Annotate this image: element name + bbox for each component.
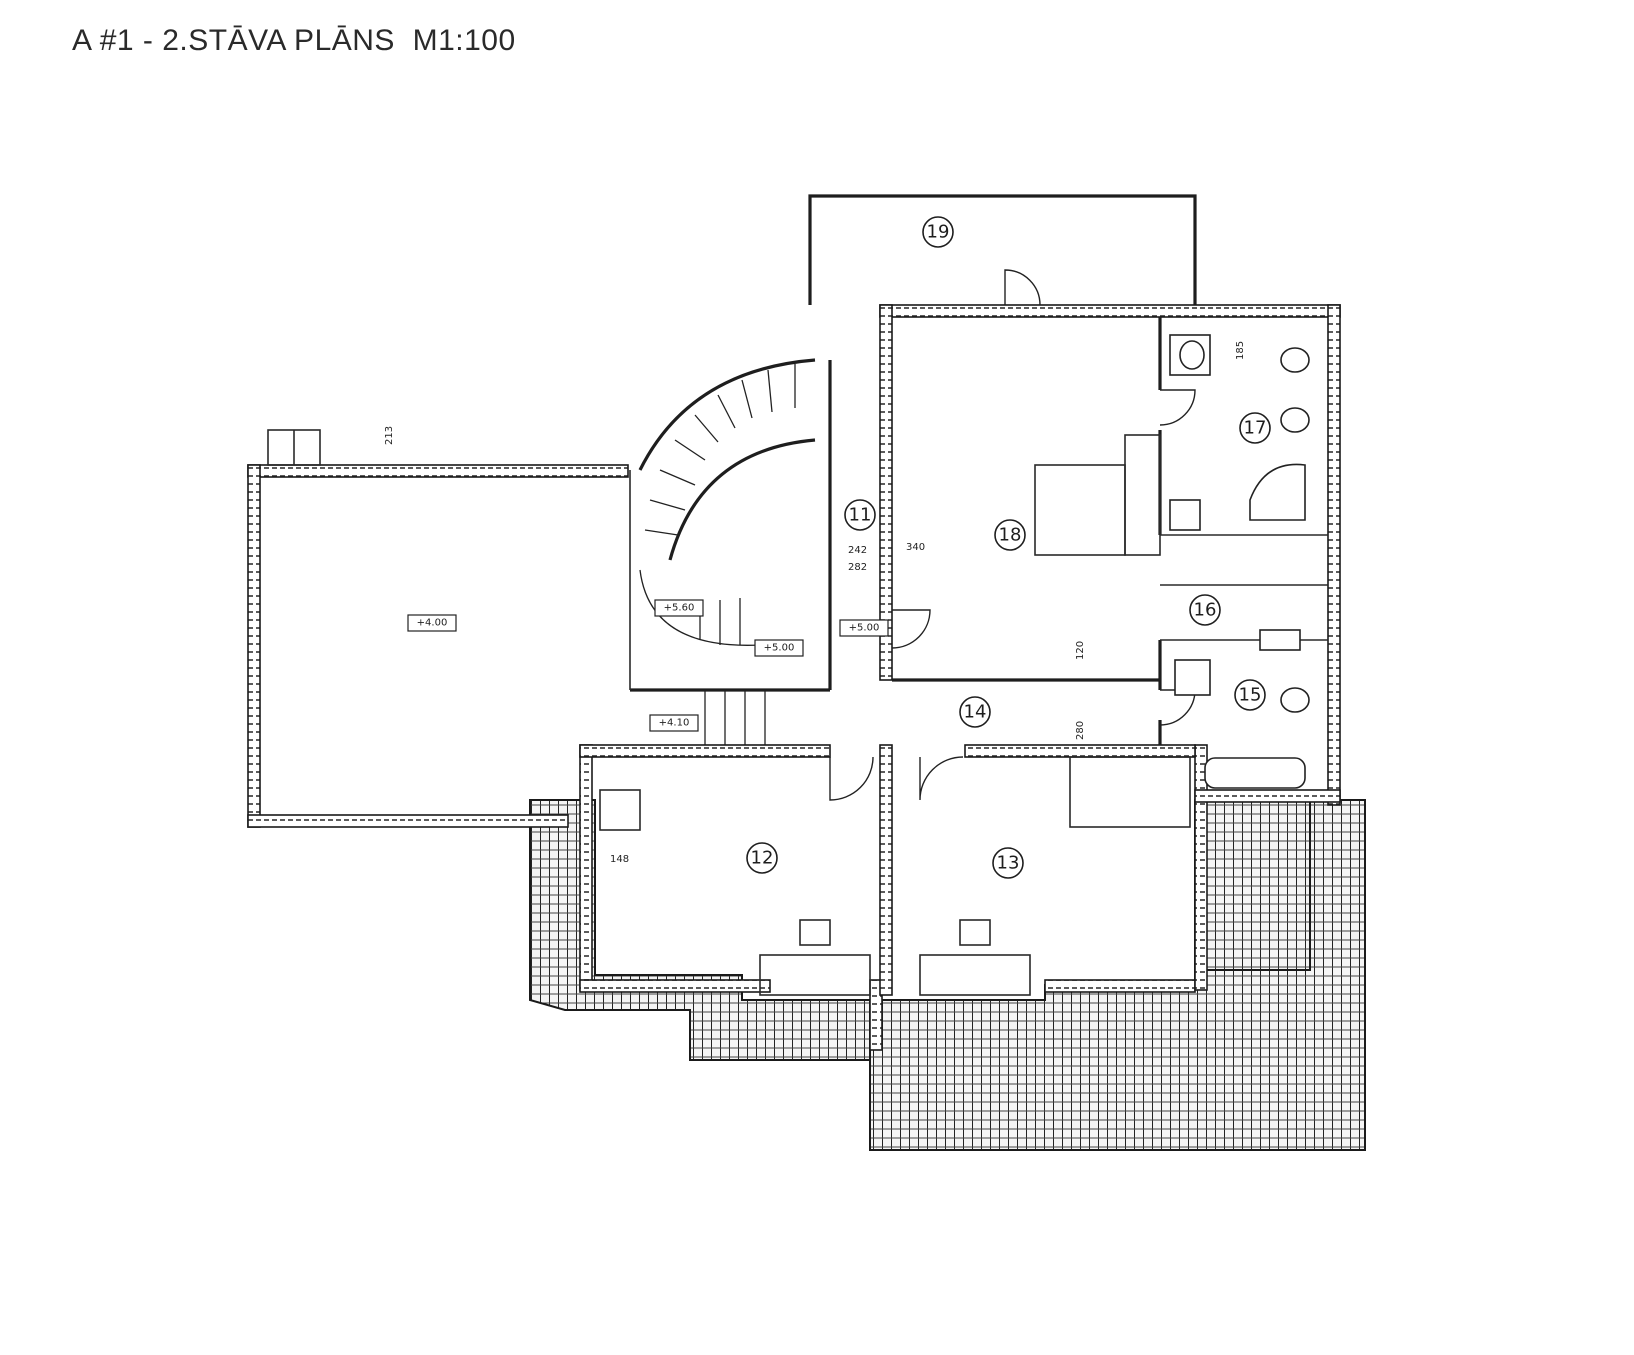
dimension-148: 148 <box>610 854 629 865</box>
outer-walls <box>579 304 1341 1051</box>
room-label-17: 17 <box>1244 418 1267 439</box>
dimensions: 213 242 282 340 148 120 280 185 <box>384 341 1246 865</box>
dimension-340: 340 <box>906 542 925 553</box>
spiral-staircase <box>638 358 816 745</box>
room-labels: 19 11 18 17 16 15 14 12 13 <box>746 216 1271 879</box>
level-stair-lower: +4.10 <box>659 718 690 729</box>
room-label-18: 18 <box>999 525 1022 546</box>
dimension-242: 242 <box>848 545 867 556</box>
roof-area <box>529 799 1366 1151</box>
level-corridor: +5.00 <box>849 623 880 634</box>
room-label-19: 19 <box>927 222 950 243</box>
room-label-14: 14 <box>964 702 987 723</box>
room-label-11: 11 <box>849 505 872 526</box>
fixtures <box>1169 334 1310 789</box>
room-label-16: 16 <box>1194 600 1217 621</box>
dimension-120: 120 <box>1075 641 1086 660</box>
furniture <box>599 434 1191 996</box>
level-terrace: +4.00 <box>417 618 448 629</box>
terrace <box>247 429 629 828</box>
dimension-213: 213 <box>384 426 395 445</box>
level-stair-mid: +5.00 <box>764 643 795 654</box>
room-label-12: 12 <box>751 848 774 869</box>
room-label-13: 13 <box>997 853 1020 874</box>
dimension-282: 282 <box>848 562 867 573</box>
dimension-185: 185 <box>1235 341 1246 360</box>
dimension-280: 280 <box>1075 721 1086 740</box>
room-label-15: 15 <box>1239 685 1262 706</box>
page-title: A #1 - 2.STĀVA PLĀNS M1:100 <box>72 24 516 57</box>
level-markers: +4.00 +5.60 +5.00 +4.10 +5.00 <box>407 599 889 732</box>
level-stair-upper: +5.60 <box>664 603 695 614</box>
interior-walls <box>629 317 1328 745</box>
balcony-19 <box>808 194 1197 305</box>
